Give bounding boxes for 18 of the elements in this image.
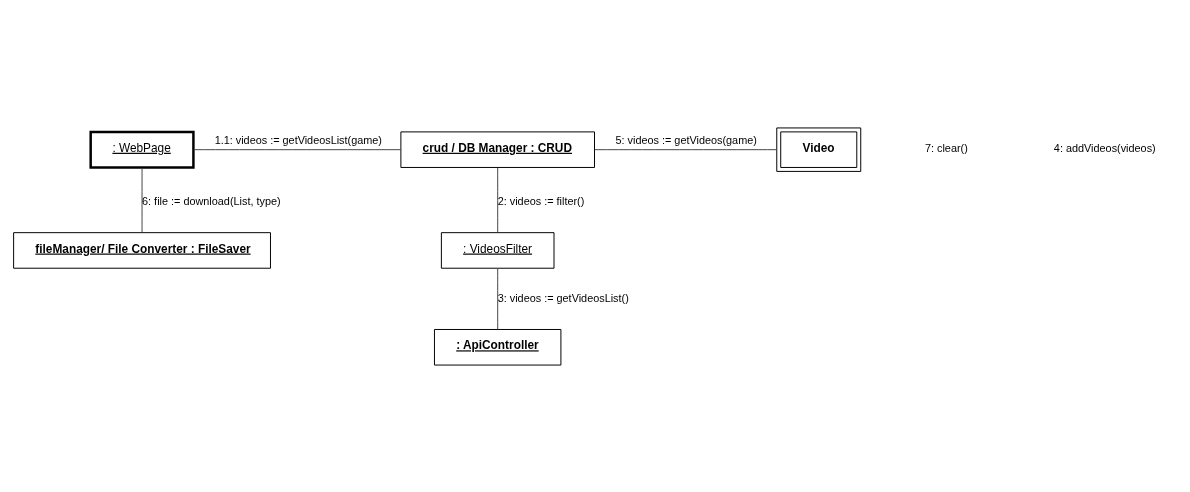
node-box: : VideosFilter [440, 231, 555, 269]
label: 7: clear() [924, 141, 968, 154]
node-box: crud / DB Manager : CRUD [400, 130, 595, 168]
edge-label: 3: videos := getVideosList() [497, 291, 629, 304]
node-box: : ApiController [433, 328, 562, 366]
node-box: : WebPage [89, 130, 195, 169]
connector [497, 166, 499, 233]
edge-label: 1.1: videos := getVideosList(game) [214, 133, 382, 146]
connector [594, 148, 778, 150]
label: 4: addVideos(videos) [1053, 141, 1156, 154]
edge-label: 2: videos := filter() [497, 194, 585, 207]
connector [497, 267, 499, 330]
node-box: fileManager/ File Converter : FileSaver [13, 231, 271, 269]
edge-label: 5: videos := getVideos(game) [615, 133, 757, 146]
connector [193, 148, 402, 150]
node-box: Video [776, 126, 862, 172]
edge-label: 6: file := download(List, type) [142, 194, 281, 207]
connector [141, 166, 143, 233]
